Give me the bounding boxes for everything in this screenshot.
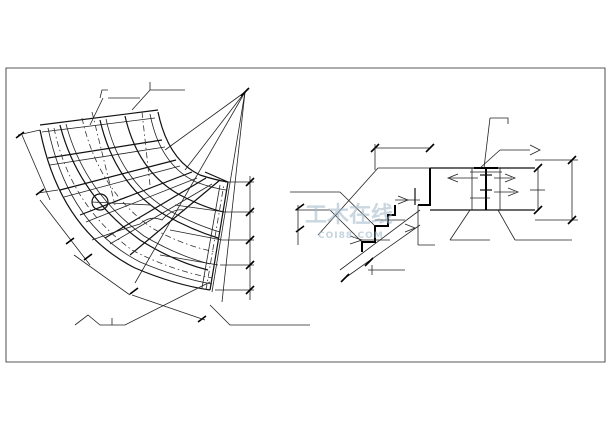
watermark-en: COI88.COM (318, 231, 384, 241)
tread-line (48, 140, 162, 158)
outer-arc-stringer (40, 130, 210, 290)
watermark: 工木在线 COI88.COM (305, 202, 393, 241)
inner-arc-stringer-2 (150, 114, 226, 190)
stair-section-detail (290, 118, 578, 282)
watermark-cn: 工木在线 (305, 202, 393, 228)
curved-stair-plan (16, 82, 310, 325)
break-line (92, 210, 185, 240)
sheet-frame (6, 68, 605, 362)
outer-arc-stringer-2 (48, 128, 212, 284)
axis-line (82, 118, 216, 252)
